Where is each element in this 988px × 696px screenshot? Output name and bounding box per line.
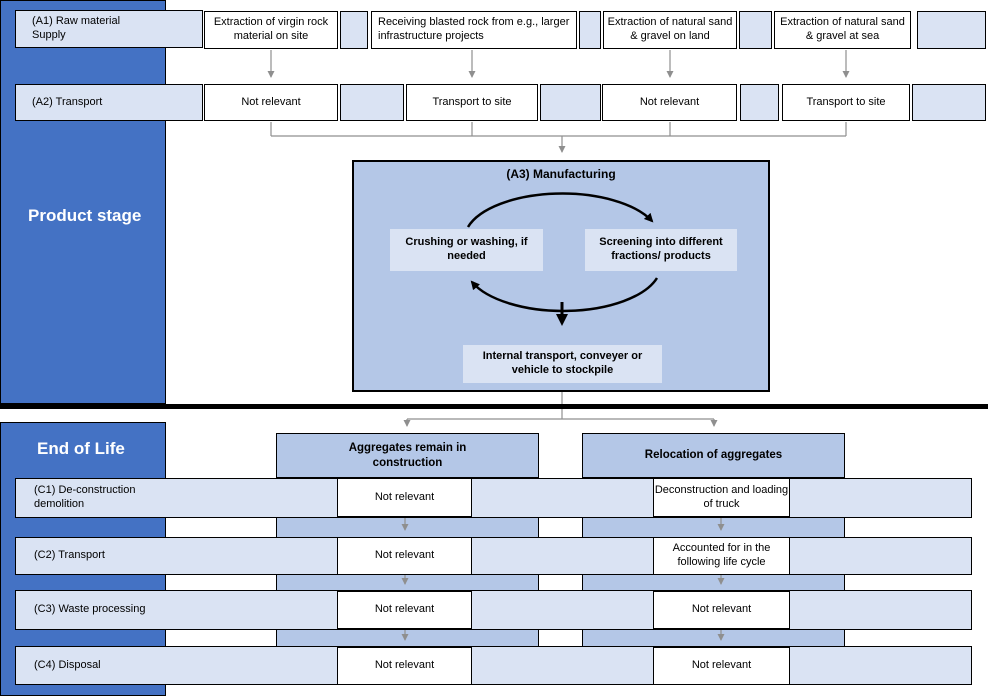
row-band-c4: (C4) Disposal [15, 646, 972, 685]
row-label-c2: (C2) Transport [34, 549, 105, 562]
manufacturing-title: (A3) Manufacturing [506, 167, 616, 181]
row-band-c2: (C2) Transport [15, 537, 972, 575]
row-a1-label: (A1) Raw material Supply [32, 15, 121, 41]
row-band-c3: (C3) Waste processing [15, 590, 972, 630]
row-label-c3: (C3) Waste processing [34, 603, 146, 616]
column-header-remain: Aggregates remain in construction [276, 433, 539, 478]
a1-cell-virgin-rock: Extraction of virgin rock material on si… [204, 11, 338, 49]
c2-left-cell: Not relevant [337, 537, 472, 575]
a2-cell-4: Transport to site [782, 84, 910, 121]
c4-right-cell: Not relevant [653, 647, 790, 685]
stage-divider-line [0, 404, 988, 409]
a1-gap-box-1 [340, 11, 368, 49]
a1-cell-blasted-rock: Receiving blasted rock from e.g., larger… [371, 11, 577, 49]
column-header-relocation: Relocation of aggregates [582, 433, 845, 478]
screening-box: Screening into different fractions/ prod… [585, 229, 737, 271]
end-of-life-label: End of Life [37, 439, 125, 458]
c3-right-cell: Not relevant [653, 591, 790, 629]
a2-gap-box-1 [340, 84, 404, 121]
c3-left-cell: Not relevant [337, 591, 472, 629]
a1-cell-sand-gravel-land: Extraction of natural sand & gravel on l… [603, 11, 737, 49]
row-band-c1: (C1) De-construction demolition [15, 478, 972, 518]
row-a1-label-box: (A1) Raw material Supply [15, 10, 203, 48]
row-label-c1: (C1) De-construction demolition [34, 484, 136, 510]
a2-cell-1: Not relevant [204, 84, 338, 121]
a1-cell-sand-gravel-sea: Extraction of natural sand & gravel at s… [774, 11, 911, 49]
a2-gap-box-4 [912, 84, 986, 121]
a2-cell-3: Not relevant [602, 84, 737, 121]
a2-gap-box-2 [540, 84, 601, 121]
row-label-c4: (C4) Disposal [34, 658, 101, 671]
row-a2-label: (A2) Transport [32, 95, 103, 108]
c2-right-cell: Accounted for in the following life cycl… [653, 537, 790, 575]
a1-gap-box-2 [579, 11, 601, 49]
crushing-box: Crushing or washing, if needed [390, 229, 543, 271]
a2-gap-box-3 [740, 84, 779, 121]
a1-gap-box-3 [739, 11, 772, 49]
product-stage-label: Product stage [28, 206, 142, 225]
c4-left-cell: Not relevant [337, 647, 472, 685]
row-a2-label-box: (A2) Transport [15, 84, 203, 121]
a1-gap-box-4 [917, 11, 986, 49]
a2-cell-2: Transport to site [406, 84, 538, 121]
c1-right-cell: Deconstruction and loading of truck [653, 478, 790, 517]
internal-transport-box: Internal transport, conveyer or vehicle … [463, 345, 662, 383]
product-stage-sidebar [0, 0, 166, 404]
c1-left-cell: Not relevant [337, 478, 472, 517]
